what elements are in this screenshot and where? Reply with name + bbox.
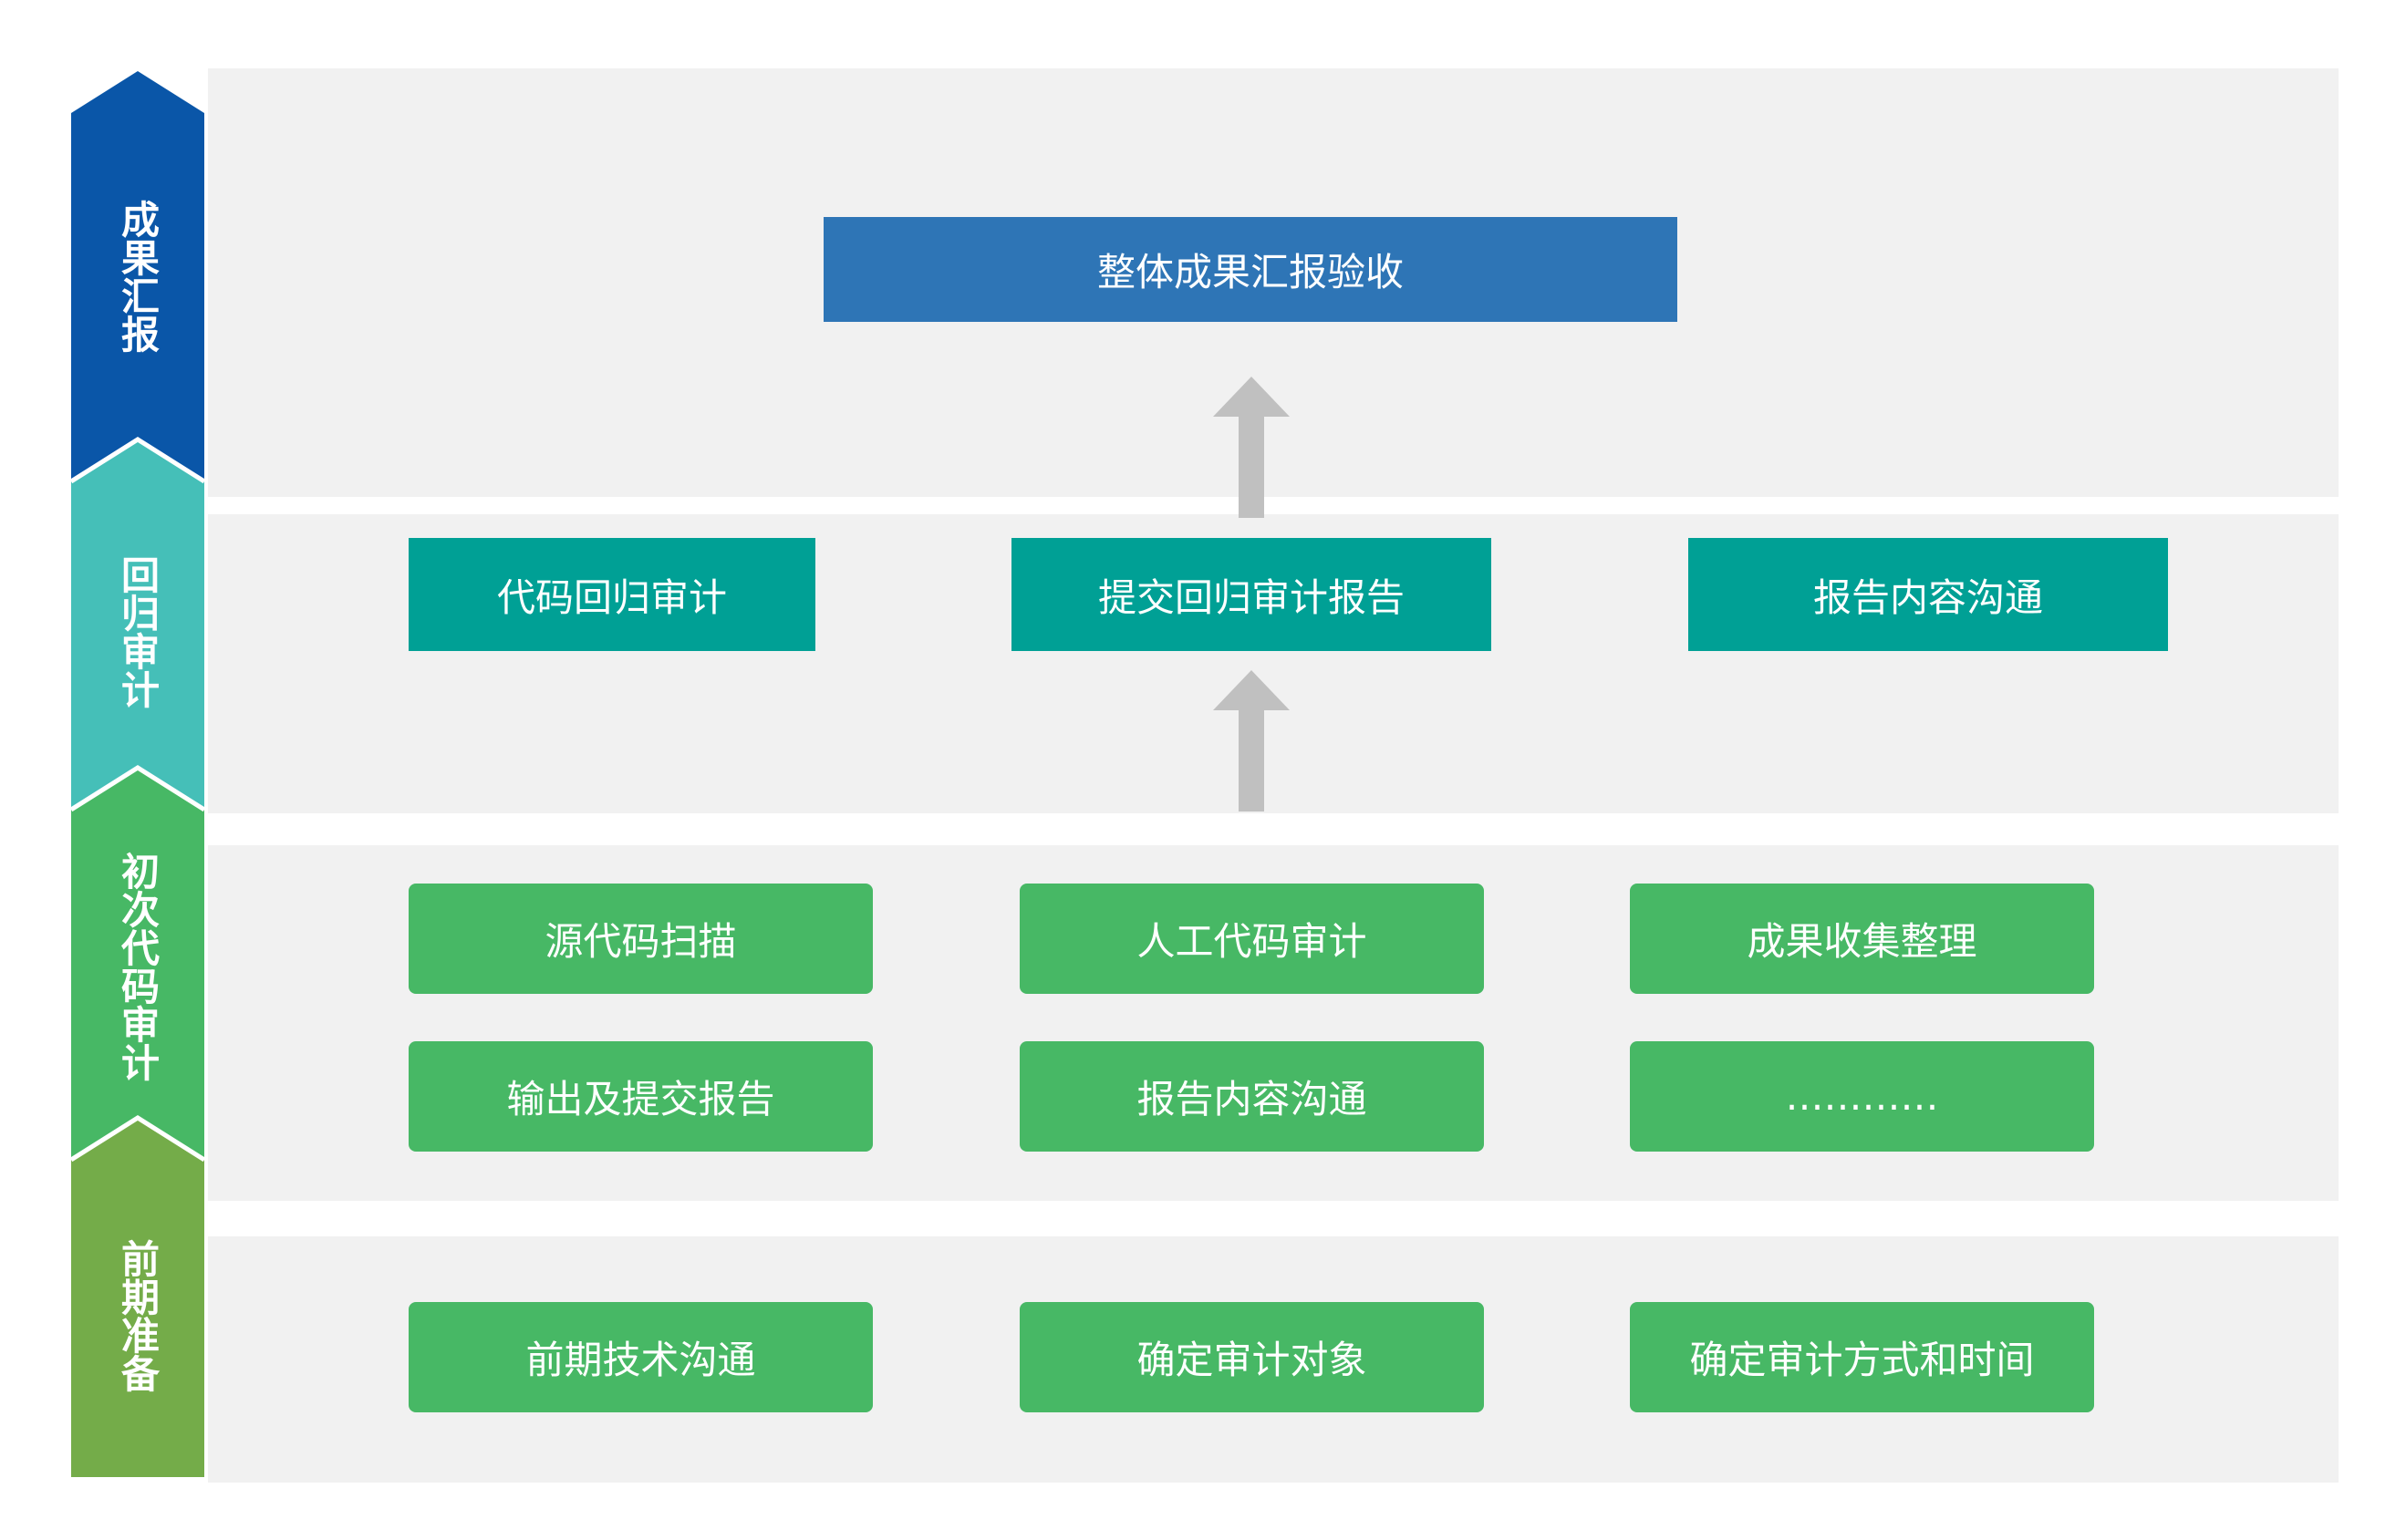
stage-label-regression: 回归审计	[115, 555, 161, 708]
prep-box-define-target: 确定审计对象	[1020, 1302, 1484, 1412]
stage-bar: 成果汇报 回归审计 初次代码审计 前期准备	[71, 71, 204, 1477]
stage-shape-initial	[71, 768, 204, 1160]
initial-box-output-report: 输出及提交报告	[409, 1041, 873, 1152]
stage-label-prep: 前期准备	[115, 1239, 161, 1392]
stage-shape-prep	[71, 1118, 204, 1477]
initial-box-manual-audit: 人工代码审计	[1020, 884, 1484, 994]
stage-label-initial: 初次代码审计	[115, 852, 161, 1081]
stage-chevrons	[71, 71, 204, 1477]
up-arrow-icon	[1213, 670, 1290, 811]
stage-label-report: 成果汇报	[115, 200, 161, 353]
up-arrow-icon	[1213, 377, 1290, 518]
initial-box-source-scan: 源代码扫描	[409, 884, 873, 994]
regression-box-submit-report: 提交回归审计报告	[1011, 538, 1491, 651]
initial-box-result-collection: 成果收集整理	[1630, 884, 2094, 994]
final-acceptance-box: 整体成果汇报验收	[824, 217, 1677, 322]
initial-box-report-communication: 报告内容沟通	[1020, 1041, 1484, 1152]
prep-box-define-method-time: 确定审计方式和时间	[1630, 1302, 2094, 1412]
regression-box-code-audit: 代码回归审计	[409, 538, 815, 651]
initial-box-ellipsis: …………	[1630, 1041, 2094, 1152]
stage-shape-regression	[71, 439, 204, 810]
regression-box-report-communication: 报告内容沟通	[1688, 538, 2168, 651]
stage-shape-report	[71, 71, 204, 481]
prep-box-tech-communication: 前期技术沟通	[409, 1302, 873, 1412]
